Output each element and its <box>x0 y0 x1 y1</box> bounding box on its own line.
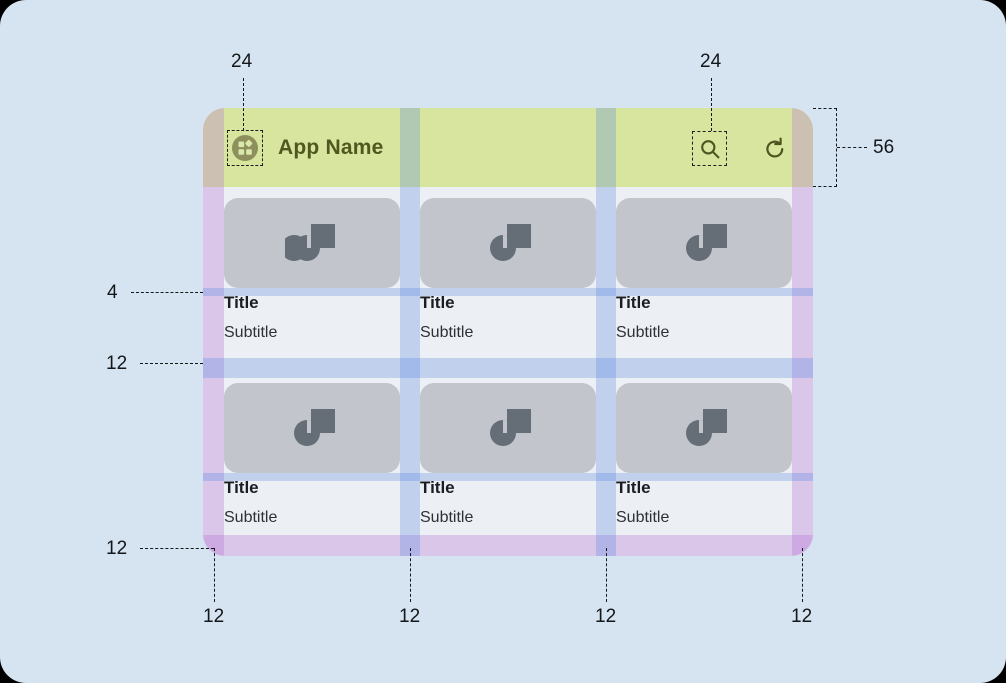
card-title: Title <box>420 293 455 312</box>
card-subtitle: Subtitle <box>420 324 474 341</box>
list-item[interactable]: Title Subtitle <box>616 383 792 543</box>
app-logo-icon[interactable] <box>232 135 258 161</box>
list-item[interactable]: Title Subtitle <box>420 198 596 358</box>
leader-line-icon-inset-left <box>243 78 244 131</box>
app-bar-content: App Name <box>203 108 813 187</box>
card-title: Title <box>224 293 259 312</box>
card-subtitle: Subtitle <box>616 324 670 341</box>
leader-line-icon-inset-right <box>711 78 712 131</box>
refresh-icon[interactable] <box>763 137 787 166</box>
card-grid: Title Subtitle Title Subtitle <box>203 187 813 556</box>
annotation-label-row-gap: 12 <box>106 353 128 374</box>
search-icon[interactable] <box>699 138 721 165</box>
card-subtitle: Subtitle <box>224 509 278 526</box>
annotation-label-col-gap-4: 12 <box>791 606 813 627</box>
leader-line-col-gap-1 <box>214 548 215 602</box>
card-subtitle: Subtitle <box>420 509 474 526</box>
annotation-label-col-gap-3: 12 <box>595 606 617 627</box>
leader-line-col-gap-2 <box>410 548 411 602</box>
leader-line-appbar-height <box>837 147 867 148</box>
annotation-label-appbar-height: 56 <box>873 137 895 158</box>
annotation-label-bottom-padding: 12 <box>106 538 128 559</box>
list-item[interactable]: Title Subtitle <box>616 198 792 358</box>
annotation-label-image-title-gap: 4 <box>107 282 118 303</box>
measure-brace-appbar-height <box>813 108 837 187</box>
card-thumbnail <box>224 198 400 288</box>
annotation-label-icon-inset-left: 24 <box>231 51 253 72</box>
app-bar-title: App Name <box>278 136 384 159</box>
card-title: Title <box>616 293 651 312</box>
leader-line-col-gap-3 <box>606 548 607 602</box>
list-item[interactable]: Title Subtitle <box>420 383 596 543</box>
leader-line-image-title-gap <box>131 292 203 293</box>
measure-box-logo <box>227 130 263 166</box>
app-frame: App Name <box>203 108 813 556</box>
list-item[interactable]: Title Subtitle <box>224 198 400 358</box>
card-thumbnail <box>616 383 792 473</box>
card-subtitle: Subtitle <box>616 509 670 526</box>
measure-box-search <box>692 131 727 166</box>
annotation-label-col-gap-1: 12 <box>203 606 225 627</box>
card-thumbnail <box>224 383 400 473</box>
card-thumbnail <box>420 198 596 288</box>
card-title: Title <box>616 478 651 497</box>
list-item[interactable]: Title Subtitle <box>224 383 400 543</box>
leader-line-row-gap <box>140 363 203 364</box>
card-subtitle: Subtitle <box>224 324 278 341</box>
card-thumbnail <box>420 383 596 473</box>
annotation-label-icon-inset-right: 24 <box>700 51 722 72</box>
card-thumbnail <box>616 198 792 288</box>
card-title: Title <box>420 478 455 497</box>
leader-line-col-gap-4 <box>802 548 803 602</box>
annotation-label-col-gap-2: 12 <box>399 606 421 627</box>
card-title: Title <box>224 478 259 497</box>
leader-line-bottom-padding <box>140 548 214 549</box>
